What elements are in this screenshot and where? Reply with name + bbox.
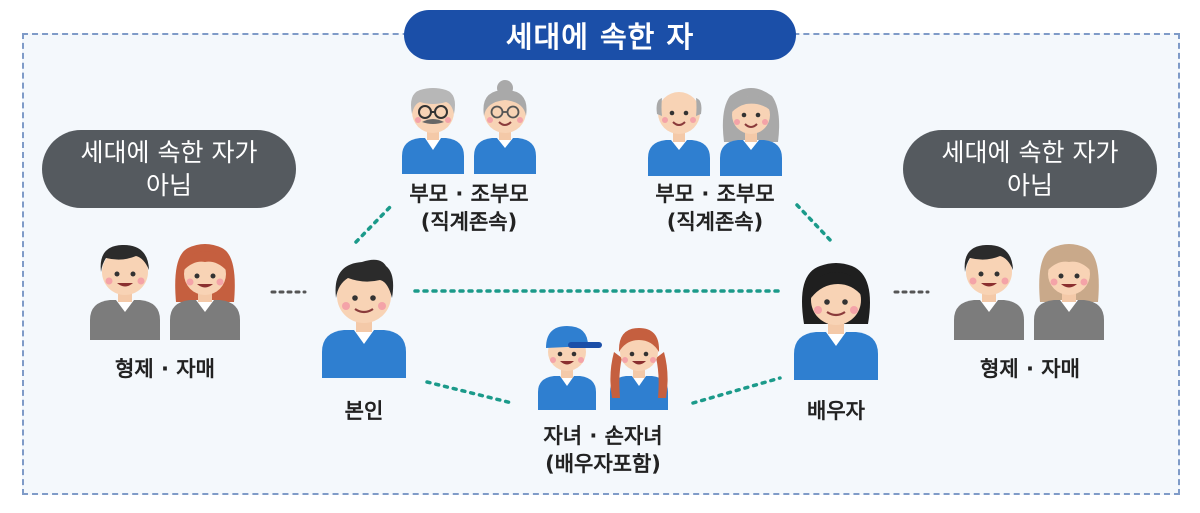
parents-left-line2: (직계존속) <box>420 210 518 234</box>
siblings-right-label: 형제 · 자매 <box>950 355 1110 383</box>
not-member-line1: 세대에 속한 자가 <box>941 138 1119 167</box>
grandfather-icon <box>402 88 464 174</box>
link-self-parents <box>354 203 394 244</box>
child-girl-braids-icon <box>610 328 668 410</box>
self-icon <box>322 259 406 378</box>
sibling-brother-icon <box>954 244 1024 340</box>
spouse-icon <box>794 263 878 380</box>
parents-right-label: 부모 · 조부모 (직계존속) <box>625 180 805 236</box>
parents-left-line1: 부모 · 조부모 <box>409 182 529 206</box>
not-member-line1: 세대에 속한 자가 <box>80 138 258 167</box>
parents-left-label: 부모 · 조부모 (직계존속) <box>379 180 559 236</box>
title-badge: 세대에 속한 자 <box>404 10 796 60</box>
grandmother-long-hair-icon <box>720 88 782 176</box>
link-spouse-children <box>691 376 782 405</box>
sibling-sister-icon <box>170 244 240 340</box>
link-self-children <box>425 380 514 405</box>
not-member-line2: 아님 <box>145 171 192 200</box>
child-boy-cap-icon <box>538 326 602 410</box>
self-label: 본인 <box>314 397 414 425</box>
spouse-text: 배우자 <box>807 399 865 423</box>
siblings-right-text: 형제 · 자매 <box>980 357 1080 381</box>
spouse-label: 배우자 <box>786 397 886 425</box>
sibling-brother-icon <box>90 244 160 340</box>
self-text: 본인 <box>344 399 384 423</box>
sibling-sister-icon <box>1034 244 1104 340</box>
parents-right-line1: 부모 · 조부모 <box>655 182 775 206</box>
bald-grandfather-icon <box>648 92 710 176</box>
parents-right-line2: (직계존속) <box>666 210 764 234</box>
siblings-left-text: 형제 · 자매 <box>115 357 215 381</box>
children-line1: 자녀 · 손자녀 <box>543 424 663 448</box>
children-line2: (배우자포함) <box>545 452 661 476</box>
link-spouse-parents <box>795 203 834 244</box>
siblings-left-label: 형제 · 자매 <box>85 355 245 383</box>
children-label: 자녀 · 손자녀 (배우자포함) <box>513 422 693 478</box>
grandmother-icon <box>474 80 536 174</box>
not-member-line2: 아님 <box>1006 171 1053 200</box>
